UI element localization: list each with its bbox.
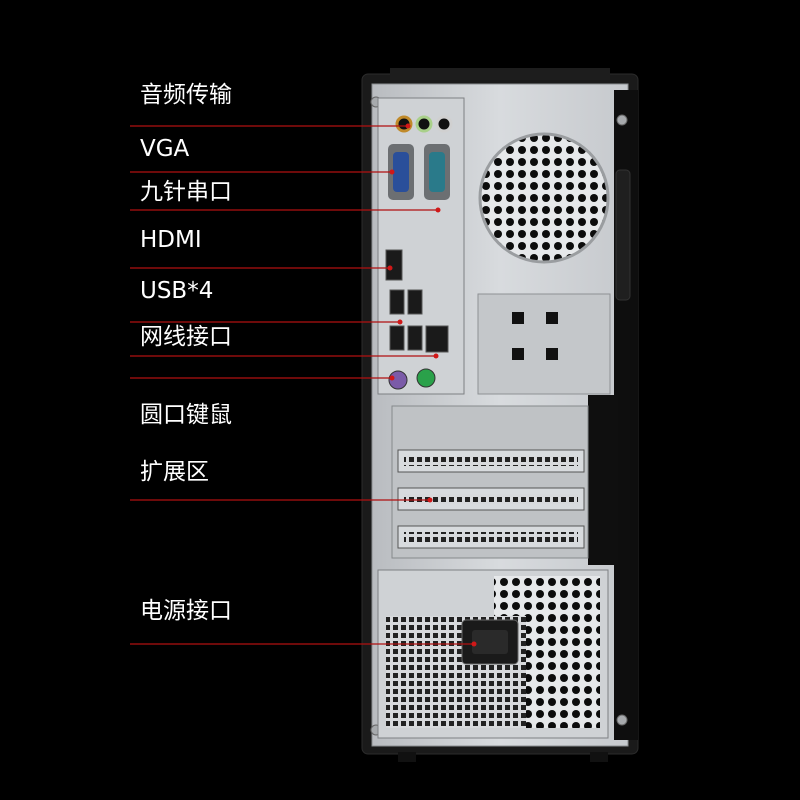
mid-bracket — [477, 293, 611, 395]
ethernet-port-icon — [425, 325, 449, 353]
serial-port-icon — [424, 144, 450, 200]
label-ps2: 圆口键鼠 — [140, 402, 232, 428]
label-lan: 网线接口 — [140, 324, 232, 350]
leader-serial-dot — [435, 207, 441, 213]
label-vga: VGA — [140, 136, 190, 162]
leader-usb-dot — [397, 319, 403, 325]
leader-power-dot — [471, 641, 477, 647]
label-usb: USB*4 — [140, 278, 214, 304]
leader-hdmi-dot — [387, 265, 393, 271]
vga-port-icon — [388, 144, 414, 200]
leader-ps2-dot — [389, 375, 395, 381]
callout-lines — [130, 123, 477, 647]
fan-grill-icon — [478, 132, 610, 264]
audio-jacks — [395, 115, 453, 133]
label-expansion: 扩展区 — [140, 459, 209, 485]
label-audio: 音频传输 — [140, 82, 232, 108]
leader-lan-dot — [433, 353, 439, 359]
expansion-slots — [391, 405, 589, 559]
label-power: 电源接口 — [140, 598, 232, 624]
leader-vga-dot — [389, 169, 395, 175]
ps2-port-icon — [388, 368, 436, 390]
hdmi-port-icon — [385, 249, 403, 281]
label-serial: 九针串口 — [140, 179, 232, 205]
leader-expansion-dot — [427, 497, 433, 503]
power-socket-icon — [461, 619, 519, 665]
label-hdmi: HDMI — [140, 227, 202, 253]
leader-audio-dot — [405, 123, 411, 129]
usb-port-icon — [389, 289, 423, 351]
